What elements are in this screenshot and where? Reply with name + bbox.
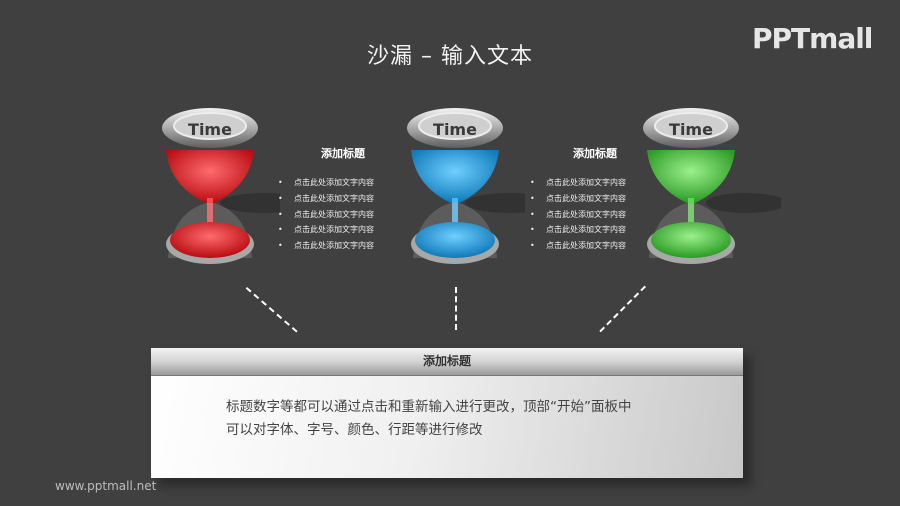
panel-body-line-2: 可以对字体、字号、颜色、行距等进行修改 [226,422,483,438]
bullet-icon: • [278,178,283,187]
bullet-icon: • [278,225,283,235]
list-item: •点击此处添加文字内容 [278,222,398,238]
bullet-icon: • [530,225,535,235]
list-item: •点击此处添加文字内容 [278,191,398,207]
list-item: •点击此处添加文字内容 [530,191,650,207]
panel-title: 添加标题 [151,348,743,376]
list-item: •点击此处添加文字内容 [278,175,398,191]
time-label: Time [188,120,232,139]
hourglass-blue: Time [405,108,525,278]
bullet-icon: • [530,209,535,219]
list-item: •点击此处添加文字内容 [530,238,650,254]
list-item: •点击此处添加文字内容 [278,207,398,223]
bullet-icon: • [278,209,283,219]
list-item: •点击此处添加文字内容 [530,175,650,191]
panel-body: 标题数字等都可以通过点击和重新输入进行更改，顶部“开始”面板中 可以对字体、字号… [151,376,676,442]
slide-title: 沙漏 – 输入文本 [367,44,533,69]
pptmall-logo: PPTmall [752,22,873,55]
textblock-list: •点击此处添加文字内容 •点击此处添加文字内容 •点击此处添加文字内容 •点击此… [530,175,650,254]
description-panel: 添加标题 标题数字等都可以通过点击和重新输入进行更改，顶部“开始”面板中 可以对… [151,348,743,478]
textblock-title: 添加标题 [321,147,365,160]
hourglass-green: Time [641,108,781,278]
connector-line-center [455,287,457,330]
connector-line-right [599,285,646,333]
time-label: Time [433,120,477,139]
connector-line-left [245,287,298,333]
textblock-title: 添加标题 [573,147,617,160]
textblock-2: 添加标题 •点击此处添加文字内容 •点击此处添加文字内容 •点击此处添加文字内容… [530,145,650,254]
time-label: Time [669,120,713,139]
textblock-1: 添加标题 •点击此处添加文字内容 •点击此处添加文字内容 •点击此处添加文字内容… [278,145,398,254]
bullet-icon: • [530,178,535,187]
list-item: •点击此处添加文字内容 [530,222,650,238]
hourglass-red: Time [160,108,280,278]
footer-url: www.pptmall.net [55,479,157,493]
textblock-list: •点击此处添加文字内容 •点击此处添加文字内容 •点击此处添加文字内容 •点击此… [278,175,398,254]
bullet-icon: • [530,193,535,203]
bullet-icon: • [278,193,283,203]
bullet-icon: • [530,241,535,251]
bullet-icon: • [278,241,283,251]
list-item: •点击此处添加文字内容 [530,207,650,223]
list-item: •点击此处添加文字内容 [278,238,398,254]
panel-body-line-1: 标题数字等都可以通过点击和重新输入进行更改，顶部“开始”面板中 [226,399,632,415]
